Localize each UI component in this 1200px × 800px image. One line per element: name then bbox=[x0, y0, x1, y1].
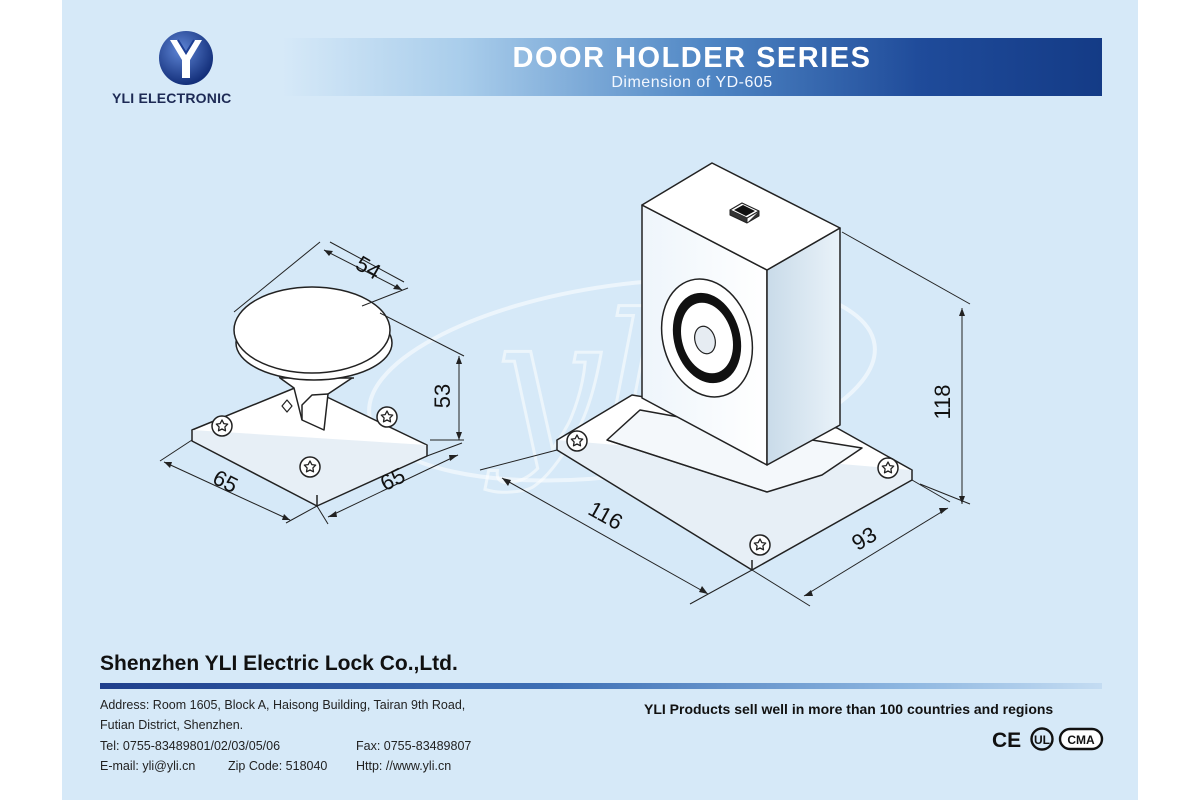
datasheet-page: yli YLI ELECTRONIC DOOR HOLDER SERIES Di… bbox=[62, 0, 1138, 800]
dim-magnet-base-depth: 93 bbox=[847, 522, 881, 556]
brand-name: YLI ELECTRONIC bbox=[112, 90, 232, 106]
dim-plate-diameter: 54 bbox=[352, 251, 386, 285]
tel-number: Tel: 0755-83489801/02/03/05/06 bbox=[100, 739, 281, 753]
cma-mark-icon: CMA bbox=[1058, 727, 1104, 751]
screw-icon bbox=[376, 406, 398, 428]
screw-icon bbox=[211, 415, 233, 437]
svg-text:UL: UL bbox=[1034, 733, 1050, 747]
technical-drawing: 54 53 65 65 116 93 118 bbox=[159, 162, 971, 607]
fax-number: Fax: 0755-83489807 bbox=[356, 739, 472, 753]
dim-plate-base-width: 65 bbox=[209, 465, 242, 498]
screw-icon bbox=[749, 534, 771, 556]
address-line-2: Futian District, Shenzhen. bbox=[100, 718, 244, 732]
company-name: Shenzhen YLI Electric Lock Co.,Ltd. bbox=[100, 652, 458, 675]
electromagnet-unit bbox=[556, 162, 913, 571]
screw-icon bbox=[299, 456, 321, 478]
yli-logo bbox=[159, 31, 213, 85]
screw-icon bbox=[566, 430, 588, 452]
address-line-1: Address: Room 1605, Block A, Haisong Bui… bbox=[100, 698, 466, 712]
dim-magnet-base-length: 116 bbox=[584, 496, 627, 535]
zip-code: Zip Code: 518040 bbox=[228, 759, 328, 773]
certification-marks: CE UL CMA bbox=[992, 727, 1104, 752]
series-title: DOOR HOLDER SERIES bbox=[512, 42, 872, 74]
armature-plate bbox=[191, 286, 428, 507]
sales-slogan: YLI Products sell well in more than 100 … bbox=[644, 701, 1054, 717]
ul-mark-icon: UL bbox=[1030, 727, 1054, 751]
svg-text:CMA: CMA bbox=[1067, 733, 1095, 747]
dim-plate-height: 53 bbox=[430, 384, 455, 408]
website-url: Http: //www.yli.cn bbox=[356, 759, 452, 773]
ce-mark-icon: CE bbox=[992, 729, 1021, 752]
title-banner: DOOR HOLDER SERIES Dimension of YD-605 bbox=[282, 38, 1102, 96]
divider-rule bbox=[100, 683, 1102, 689]
email-address: E-mail: yli@yli.cn bbox=[100, 759, 196, 773]
dimension-subtitle: Dimension of YD-605 bbox=[611, 74, 773, 91]
screw-icon bbox=[877, 457, 899, 479]
dim-magnet-height: 118 bbox=[930, 384, 955, 419]
